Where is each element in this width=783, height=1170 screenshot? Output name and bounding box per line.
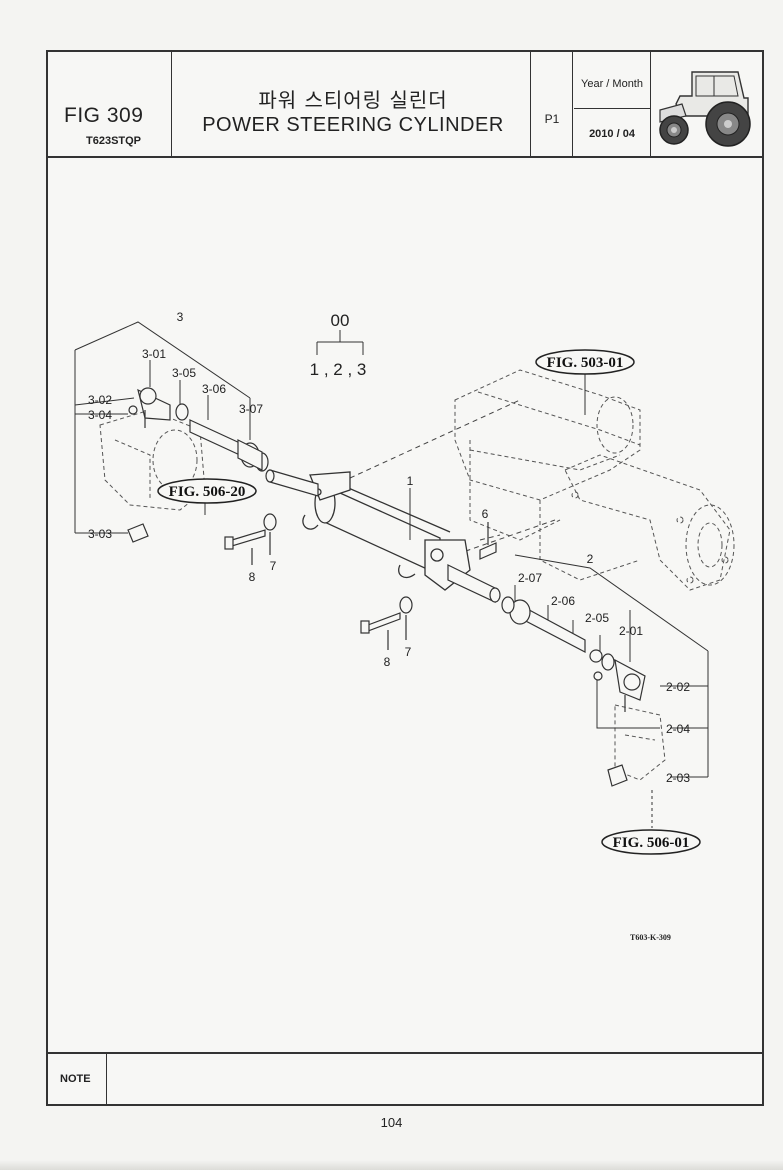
part-label-2-05: 2-05 bbox=[585, 611, 609, 625]
scan-edge bbox=[0, 1160, 783, 1170]
part-label-2-04: 2-04 bbox=[666, 722, 690, 736]
callout-fig-506-01: FIG. 506-01 bbox=[601, 829, 701, 855]
part-label-2-07: 2-07 bbox=[518, 571, 542, 585]
note-label: NOTE bbox=[60, 1073, 91, 1085]
svg-text:FIG. 506-20: FIG. 506-20 bbox=[169, 484, 246, 500]
right-bracket-lines bbox=[514, 554, 709, 778]
part-label-3-03: 3-03 bbox=[88, 527, 112, 541]
assembly-bracket bbox=[316, 330, 364, 355]
part-label-2: 2 bbox=[587, 552, 594, 566]
year-month-label: Year / Month bbox=[581, 78, 643, 90]
title-english: POWER STEERING CYLINDER bbox=[202, 114, 504, 136]
part-label-3-05: 3-05 bbox=[172, 366, 196, 380]
svg-text:FIG. 503-01: FIG. 503-01 bbox=[547, 355, 624, 371]
page-number: 104 bbox=[380, 1115, 403, 1130]
divider bbox=[574, 108, 650, 109]
part-label-3: 3 bbox=[177, 310, 184, 324]
callout-fig-506-20: FIG. 506-20 bbox=[157, 478, 257, 504]
bolt-upper bbox=[224, 513, 277, 565]
left-bracket-lines bbox=[74, 321, 251, 534]
part-label-2-02: 2-02 bbox=[666, 680, 690, 694]
part-label-7: 7 bbox=[405, 645, 412, 659]
part-label-3-04: 3-04 bbox=[88, 408, 112, 422]
part-label-3-02: 3-02 bbox=[88, 393, 112, 407]
pin bbox=[479, 522, 497, 560]
divider bbox=[572, 50, 573, 156]
part-label-2-03: 2-03 bbox=[666, 771, 690, 785]
divider bbox=[171, 50, 172, 156]
part-label-3-07: 3-07 bbox=[239, 402, 263, 416]
part-label-2-01: 2-01 bbox=[619, 624, 643, 638]
model-code: T623STQP bbox=[86, 135, 142, 147]
part-label-8: 8 bbox=[249, 570, 256, 584]
svg-text:FIG. 506-01: FIG. 506-01 bbox=[613, 835, 690, 851]
bolt-lower bbox=[360, 596, 413, 650]
part-label-1: 1 bbox=[407, 474, 414, 488]
callout-fig-503: FIG. 503-01 bbox=[535, 349, 635, 375]
piston-rod-left bbox=[265, 469, 319, 497]
title-block: FIG 309 T623STQP 파워 스티어링 실린더 POWER STEER… bbox=[46, 50, 764, 158]
assembly-label: 00 bbox=[331, 311, 350, 330]
part-label-3-06: 3-06 bbox=[202, 382, 226, 396]
divider bbox=[530, 50, 531, 156]
assembly-components: 1 , 2 , 3 bbox=[310, 360, 367, 379]
fig-number: FIG 309 bbox=[64, 104, 144, 127]
part-label-3-01: 3-01 bbox=[142, 347, 166, 361]
part-label-2-06: 2-06 bbox=[551, 594, 575, 608]
page-label: P1 bbox=[544, 112, 560, 126]
year-month-value: 2010 / 04 bbox=[589, 128, 635, 140]
right-tie-rod bbox=[501, 596, 646, 787]
part-label-8: 8 bbox=[384, 655, 391, 669]
divider bbox=[106, 1054, 107, 1106]
drawing-reference: T603-K-309 bbox=[630, 933, 671, 942]
exploded-diagram: FIG. 503-01 FIG. 506-20 FIG. 506-01 00 1… bbox=[74, 310, 735, 855]
axle-housing bbox=[454, 369, 735, 591]
divider bbox=[650, 50, 651, 156]
right-knuckle-ghost bbox=[614, 704, 666, 781]
part-label-7: 7 bbox=[270, 559, 277, 573]
title-korean: 파워 스티어링 실린더 bbox=[258, 88, 448, 112]
part-label-6: 6 bbox=[482, 507, 489, 521]
tractor-icon bbox=[659, 71, 751, 147]
left-tie-rod bbox=[127, 387, 269, 543]
cylinder-body bbox=[302, 471, 471, 591]
note-row: NOTE bbox=[46, 1052, 764, 1106]
piston-rod-right bbox=[447, 564, 501, 603]
